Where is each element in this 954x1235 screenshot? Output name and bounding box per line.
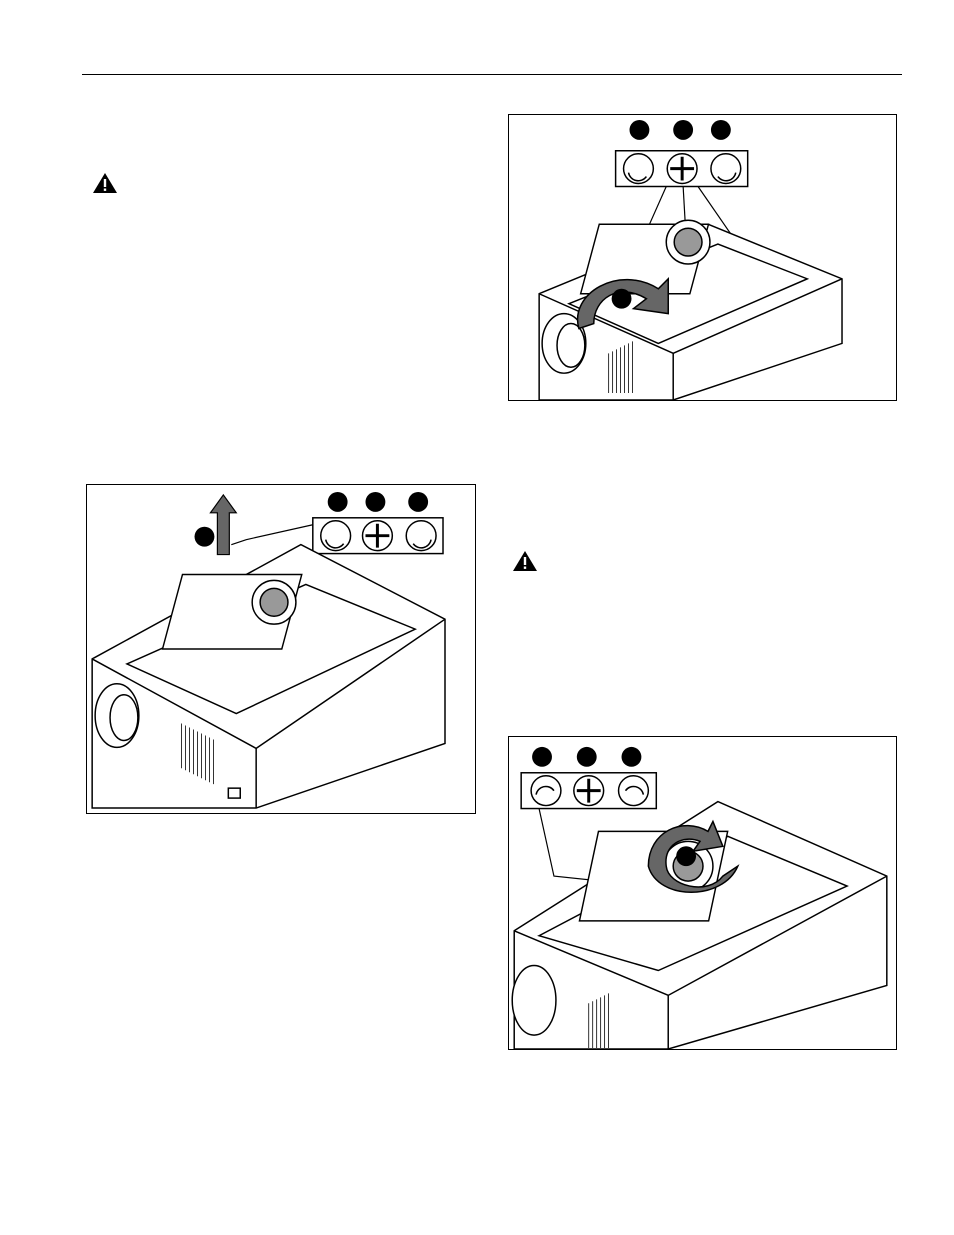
step-badges — [630, 120, 731, 140]
adjust-icon-strip — [616, 151, 748, 187]
figure-yaw-adjust — [508, 736, 897, 1050]
warning-triangle-icon — [512, 550, 538, 572]
adjust-icon-strip — [313, 518, 443, 554]
step-badges — [328, 492, 428, 512]
header-rule — [82, 74, 902, 75]
figure-roll-adjust — [508, 114, 897, 401]
adjust-icon-strip — [521, 773, 656, 809]
step-badges — [532, 747, 641, 767]
warning-triangle-icon — [92, 172, 118, 194]
projector-illustration — [92, 545, 445, 808]
figure-height-adjust — [86, 484, 476, 814]
